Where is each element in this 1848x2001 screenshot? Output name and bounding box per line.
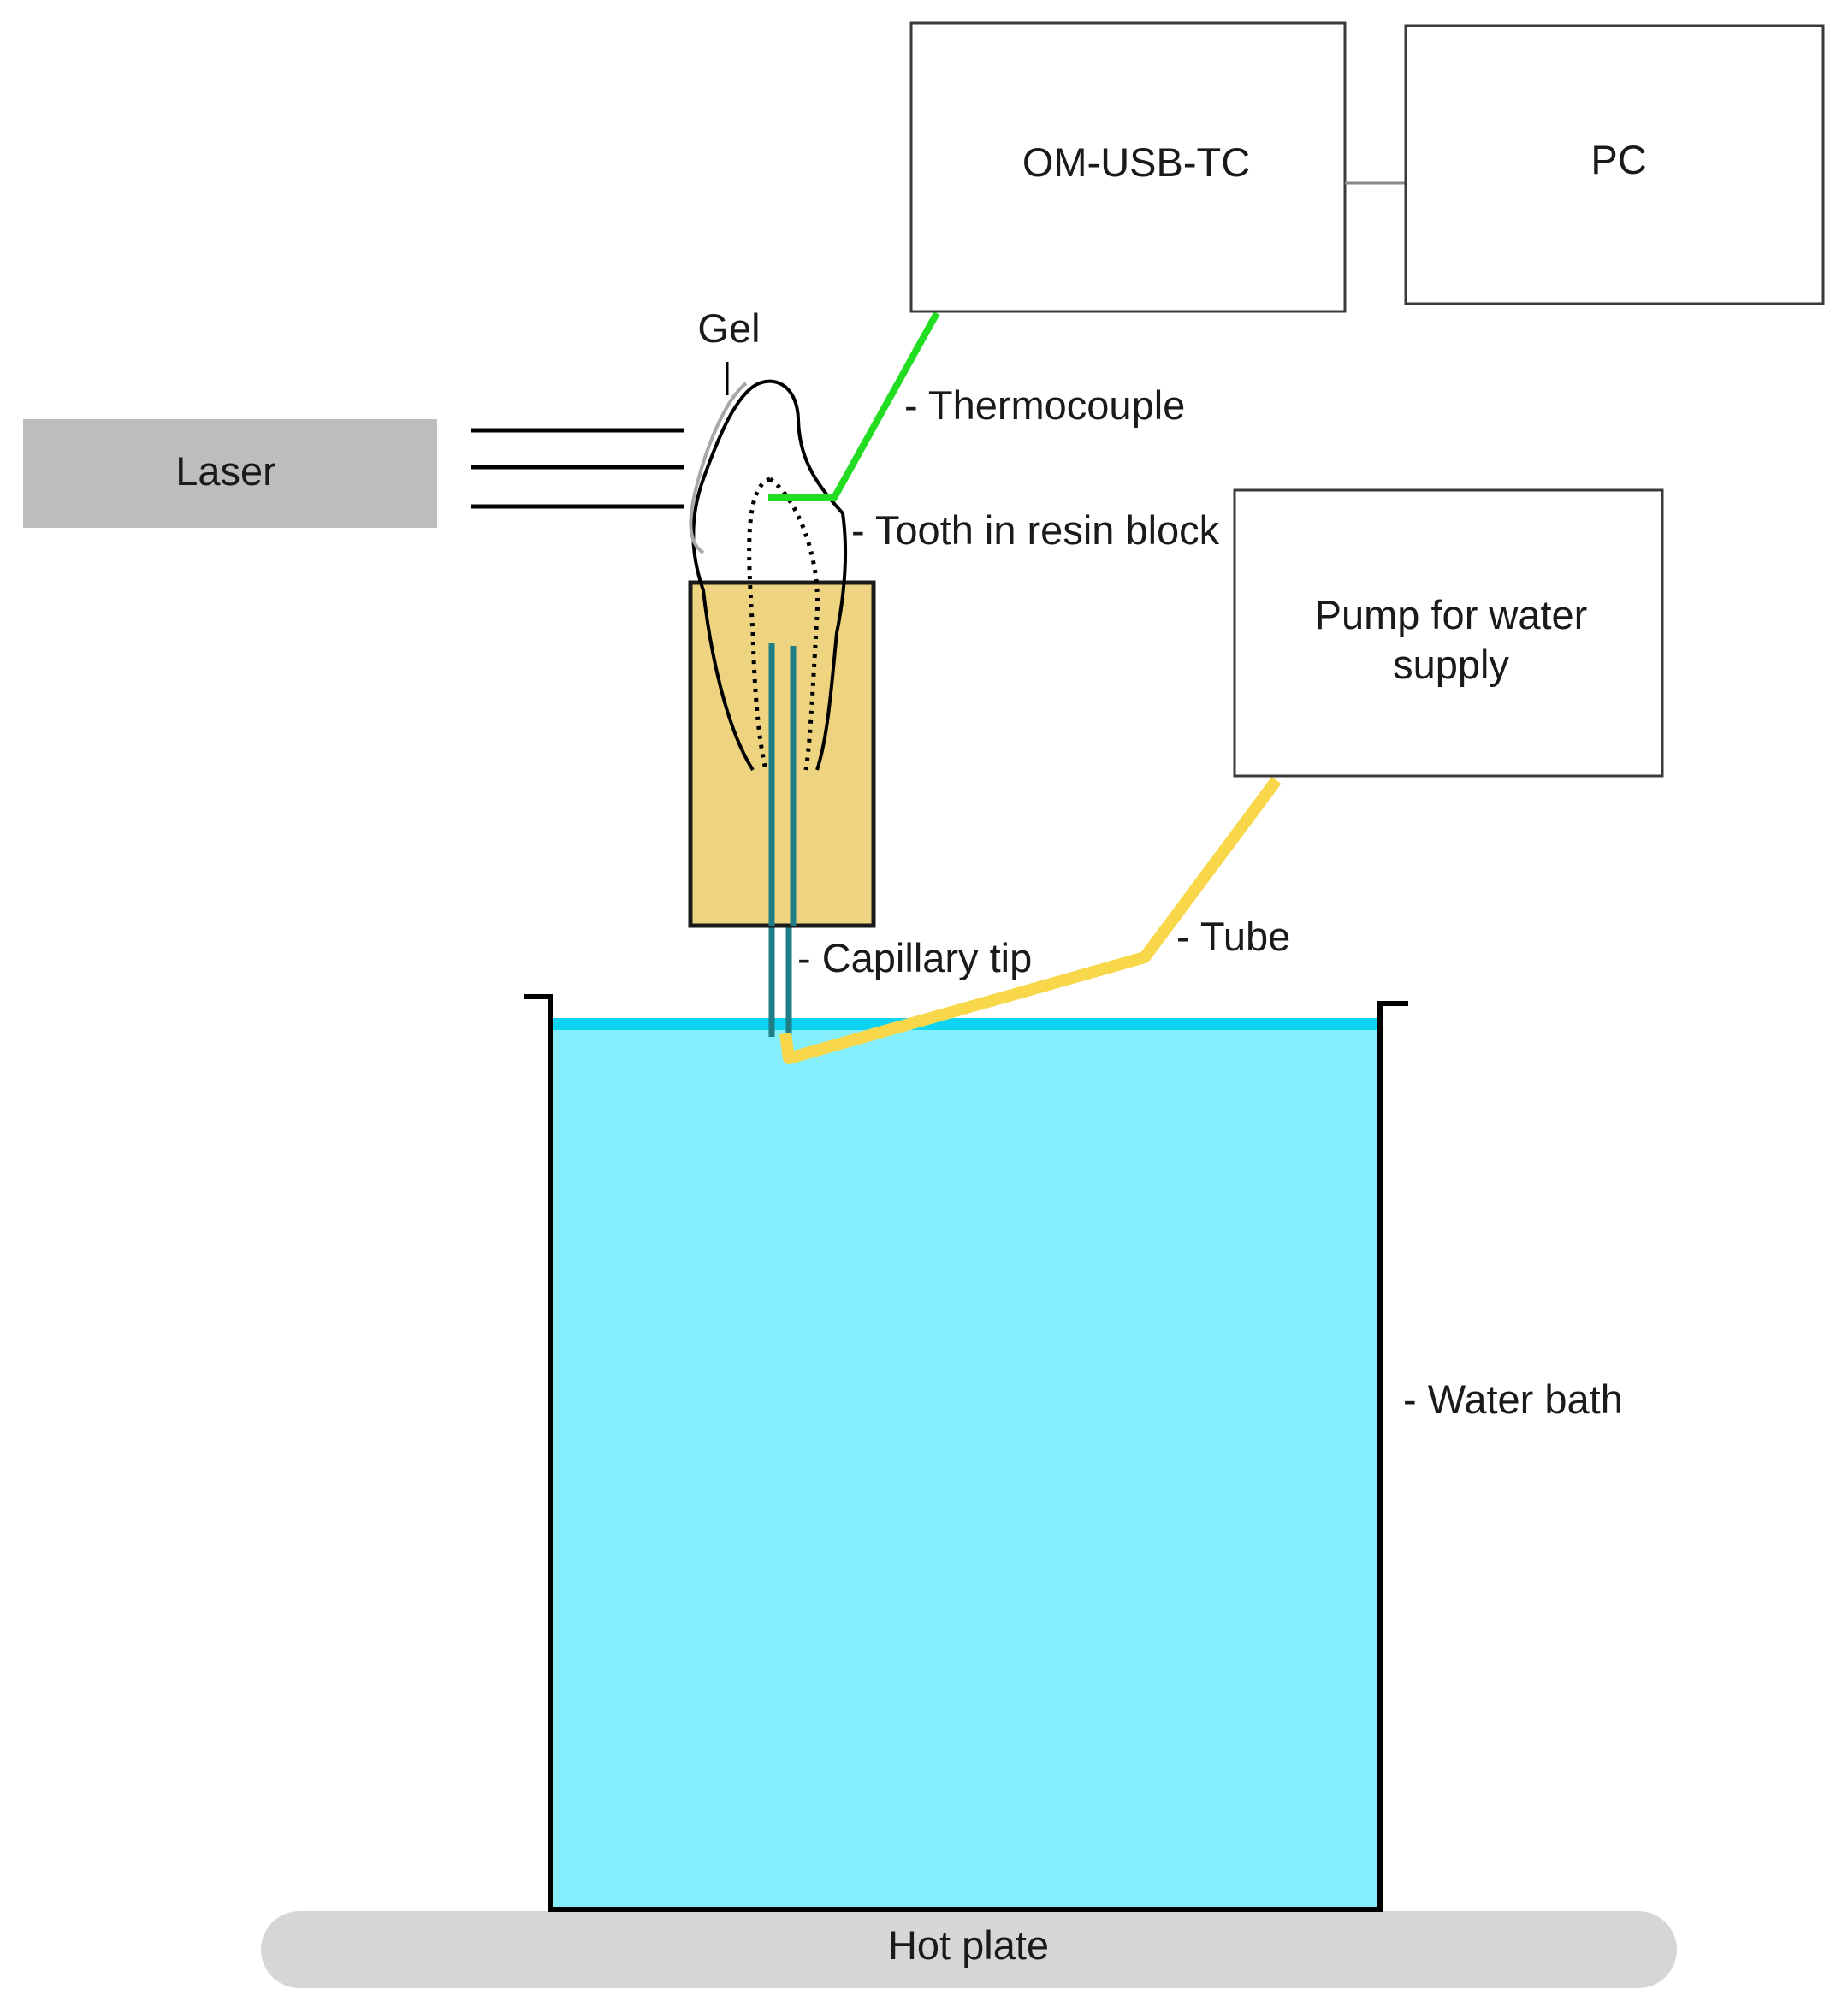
pump-label-line2: supply [1393, 642, 1509, 687]
hot-plate-label: Hot plate [888, 1922, 1049, 1968]
gel-label: Gel [697, 305, 760, 351]
tooth-outline [691, 379, 848, 772]
water-surface [550, 1018, 1380, 1030]
water-bath-container [524, 994, 1408, 1912]
pulp-chamber [747, 477, 820, 771]
gel-coating [689, 382, 748, 554]
om-usb-tc-label: OM-USB-TC [1022, 139, 1250, 185]
pc-box [1404, 24, 1825, 305]
pump-label-line1: Pump for water [1315, 592, 1588, 637]
laser-box [23, 419, 437, 528]
water-bath-label: - Water bath [1403, 1376, 1623, 1422]
laser-label: Laser [175, 448, 276, 494]
water-supply-tube [779, 776, 1282, 1064]
resin-block [688, 580, 876, 928]
hot-plate [261, 1911, 1677, 1988]
pc-label: PC [1590, 137, 1646, 182]
pump-box [1233, 488, 1664, 778]
water-body [550, 1023, 1380, 1909]
thermocouple-label: - Thermocouple [904, 382, 1185, 428]
thermocouple-wire [768, 311, 940, 501]
tooth-label: - Tooth in resin block [851, 507, 1220, 553]
capillary-tip-label: - Capillary tip [797, 935, 1032, 980]
om-usb-tc-box [909, 21, 1347, 313]
tube-label: - Tube [1176, 914, 1290, 959]
